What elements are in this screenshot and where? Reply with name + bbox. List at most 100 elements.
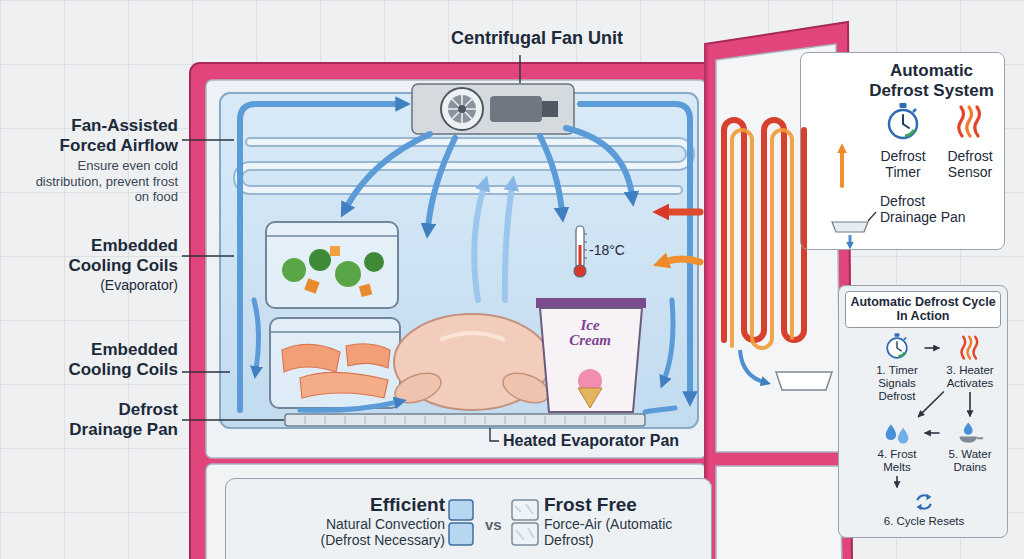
- panel-grounds: [225, 52, 1008, 559]
- fridge-type-icons: [449, 500, 538, 545]
- panel-icons: [889, 103, 917, 138]
- frozen-food: [309, 249, 331, 271]
- part-label-slot: Embedded Cooling Coils: [48, 236, 178, 275]
- leader-lines: [182, 55, 876, 441]
- cycle-arrow: [896, 476, 898, 488]
- panel-grounds: [838, 285, 1008, 538]
- note-text-slot: Ensure even cold distribution, prevent f…: [28, 158, 178, 205]
- fridge-body: [190, 63, 720, 559]
- defrost-cycle-panel: Automatic Defrost Cycle In Action1. Time…: [838, 285, 1008, 538]
- cycle-step: 3. Heater Activates: [941, 332, 999, 390]
- airflow-arrows: [300, 402, 398, 410]
- cycle-arrow: [969, 392, 971, 417]
- frozen-food: [578, 388, 602, 408]
- thermometer: [576, 226, 584, 268]
- fridge-type-icons: [449, 523, 473, 545]
- vs-text: vs: [485, 516, 502, 533]
- temperature-label: -18°C: [589, 242, 639, 258]
- part-label-slot: Centrifugal Fan Unit: [427, 28, 647, 49]
- panel-icons: [962, 337, 978, 359]
- step-text: 1. Timer Signals Defrost: [871, 364, 923, 404]
- step-text: 3. Heater Activates: [941, 364, 999, 390]
- part-label: Fan-Assisted Forced Airflow: [28, 116, 178, 155]
- thermometer: [574, 226, 587, 277]
- defrost-heater-coils: [849, 235, 852, 244]
- thermometer: [574, 265, 586, 277]
- frozen-food: [346, 344, 390, 368]
- panel-icons: [886, 424, 909, 443]
- cycle-step: 4. Frost Melts: [871, 418, 923, 474]
- icon-label-slot: Defrost Timer: [873, 148, 933, 180]
- cycle-step: 5. Water Drains: [941, 418, 999, 474]
- comparison-item: Frost FreeForce-Air (Automatic Defrost): [544, 495, 704, 548]
- frozen-food: [330, 246, 340, 256]
- product-label-slot: Ice Cream: [563, 318, 617, 348]
- frozen-food: [282, 344, 340, 372]
- leader-lines: [519, 55, 520, 83]
- fridge-type-icons: [515, 504, 534, 540]
- panel-icons: [960, 423, 984, 443]
- airflow-arrows: [428, 138, 455, 228]
- part-label-slot: Fan-Assisted Forced Airflow: [28, 116, 178, 155]
- airflow-arrows: [566, 128, 632, 196]
- centrifugal-fan: [542, 101, 558, 117]
- airflow-arrows: [505, 186, 512, 300]
- part-label: Centrifugal Fan Unit: [427, 28, 647, 49]
- item-heading: Frost Free: [544, 495, 704, 516]
- icon-label: Defrost Timer: [873, 148, 933, 180]
- leader-lines: [182, 371, 230, 372]
- airflow-arrows: [474, 186, 484, 300]
- part-label-slot: Heated Evaporator Pan: [503, 432, 703, 450]
- icon-label-slot: Defrost Sensor: [938, 148, 1002, 180]
- thermometer: [579, 245, 582, 267]
- centrifugal-fan: [458, 105, 466, 113]
- airflow-arrows: [580, 104, 690, 396]
- part-sublabel: (Evaporator): [48, 277, 178, 293]
- defrost-heater-coils: [740, 350, 764, 382]
- thermometer: [584, 234, 587, 258]
- open-door: [716, 466, 842, 559]
- icon-label: Defrost Sensor: [938, 148, 1002, 180]
- cycle-arrow: [925, 347, 940, 349]
- frozen-food: [440, 333, 505, 340]
- frozen-food: [266, 235, 398, 237]
- defrost-heater-coils: [776, 372, 832, 390]
- panel-grounds: [225, 478, 712, 559]
- fridge-body: [220, 93, 698, 428]
- part-label-slot: Embedded Cooling Coils: [48, 340, 178, 379]
- part-label: Embedded Cooling Coils: [48, 236, 178, 275]
- centrifugal-fan: [448, 95, 476, 123]
- product-label: Ice Cream: [563, 318, 617, 348]
- heat-arrows: [840, 150, 844, 186]
- step-text: 4. Frost Melts: [871, 448, 923, 474]
- icon-label-slot: Defrost Drainage Pan: [880, 193, 980, 225]
- airflow-arrows: [254, 300, 259, 370]
- part-sublabel-slot: (Evaporator): [48, 277, 178, 293]
- step-text: 6. Cycle Resets: [874, 515, 974, 528]
- airflow-arrows: [240, 104, 400, 410]
- centrifugal-fan: [448, 95, 476, 123]
- fridge-type-icons: [512, 523, 538, 545]
- centrifugal-fan: [490, 96, 542, 122]
- fridge-body: [206, 80, 706, 458]
- drain-pan: [305, 416, 625, 424]
- centrifugal-fan: [412, 84, 574, 134]
- leader-lines: [868, 212, 876, 221]
- part-label-slot: Defrost Drainage Pan: [58, 400, 178, 439]
- defrost-heater-coils: [832, 222, 868, 232]
- frozen-food: [270, 318, 400, 408]
- panel-icons: [959, 107, 980, 136]
- frozen-food: [536, 298, 646, 308]
- item-body: Natural Convection (Defrost Necessary): [300, 516, 445, 548]
- note-text: Ensure even cold distribution, prevent f…: [28, 158, 178, 205]
- fridge-type-icons: [449, 500, 473, 520]
- temperature-label-slot: -18°C: [589, 242, 639, 258]
- defrost-heater-coils: [732, 130, 792, 348]
- defrost-heater-coils: [724, 120, 868, 390]
- leader-lines: [182, 419, 284, 420]
- leader-lines: [490, 428, 499, 441]
- cycle-arrow: [918, 392, 944, 417]
- panel-heading: Automatic Defrost System: [865, 61, 998, 100]
- airflow-arrows: [664, 300, 673, 380]
